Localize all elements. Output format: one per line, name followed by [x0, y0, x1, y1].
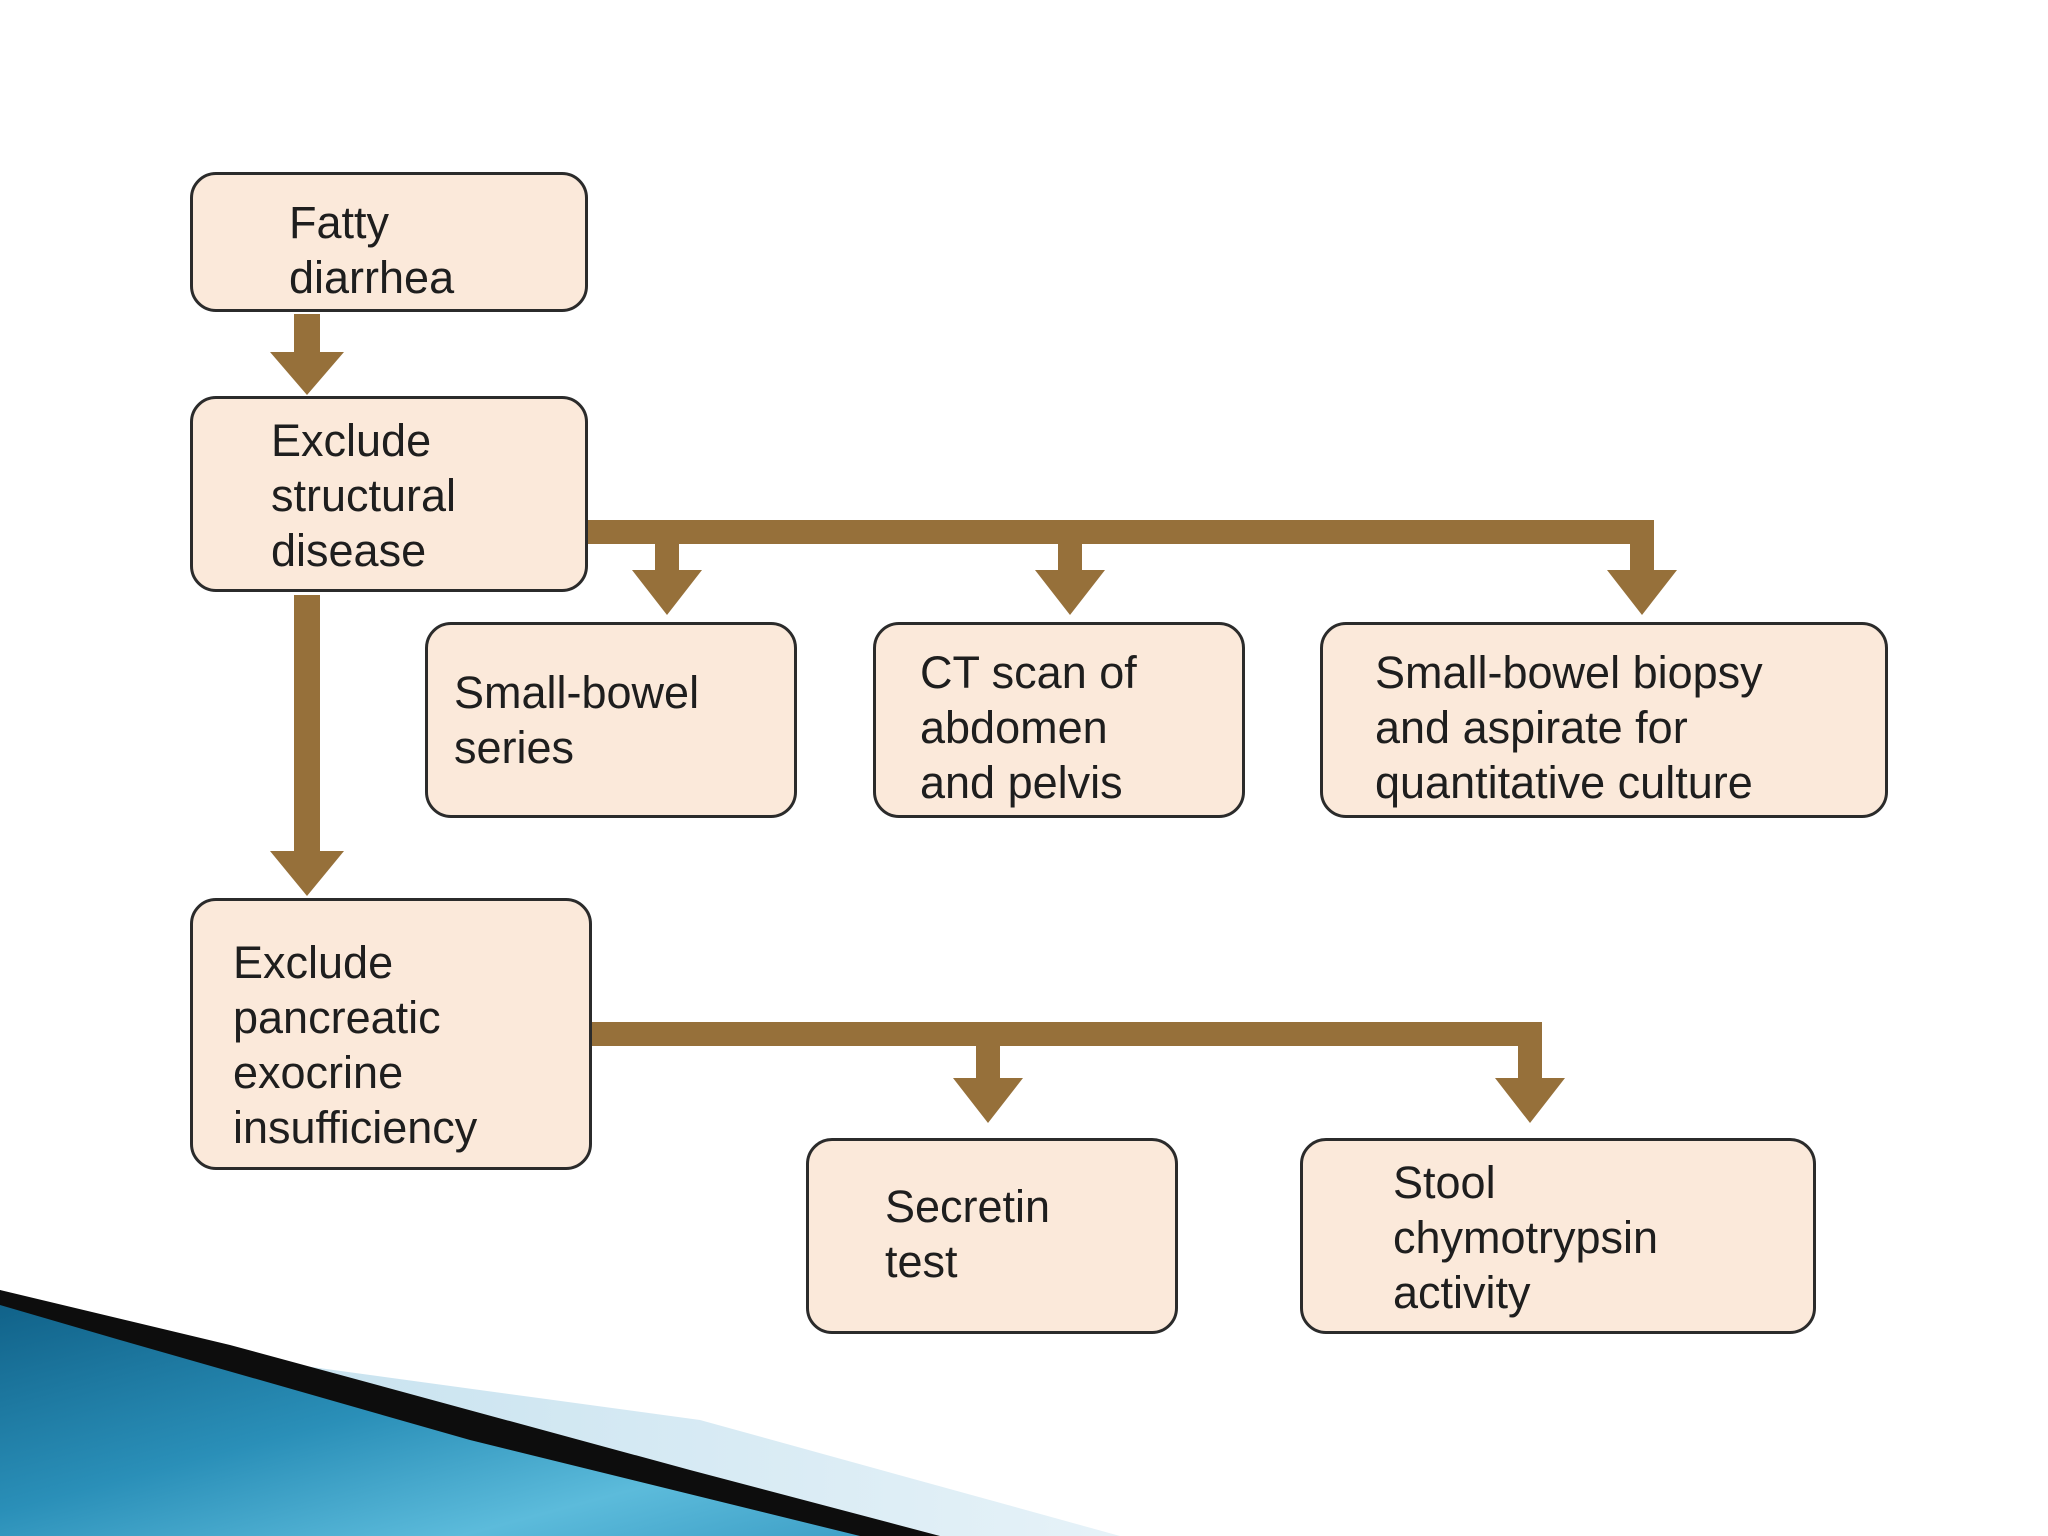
node-stool-chymotrypsin: Stool chymotrypsin activity: [1300, 1138, 1816, 1334]
branch-structural-tests: [586, 520, 1677, 615]
arrow-fatty-to-structural: [270, 314, 344, 395]
node-fatty-diarrhea: Fatty diarrhea: [190, 172, 588, 312]
node-ct-scan: CT scan of abdomen and pelvis: [873, 622, 1245, 818]
branch-pancreatic-tests: [592, 1022, 1565, 1123]
node-small-bowel-biopsy: Small-bowel biopsy and aspirate for quan…: [1320, 622, 1888, 818]
ribbon-blue-band: [0, 1290, 920, 1536]
node-small-bowel-series: Small-bowel series: [425, 622, 797, 818]
node-exclude-structural-disease: Exclude structural disease: [190, 396, 588, 592]
arrow-structural-to-pancreatic: [270, 595, 344, 896]
node-exclude-pancreatic-insufficiency: Exclude pancreatic exocrine insufficienc…: [190, 898, 592, 1170]
node-secretin-test: Secretin test: [806, 1138, 1178, 1334]
ribbon-dark-band: [0, 1290, 940, 1536]
